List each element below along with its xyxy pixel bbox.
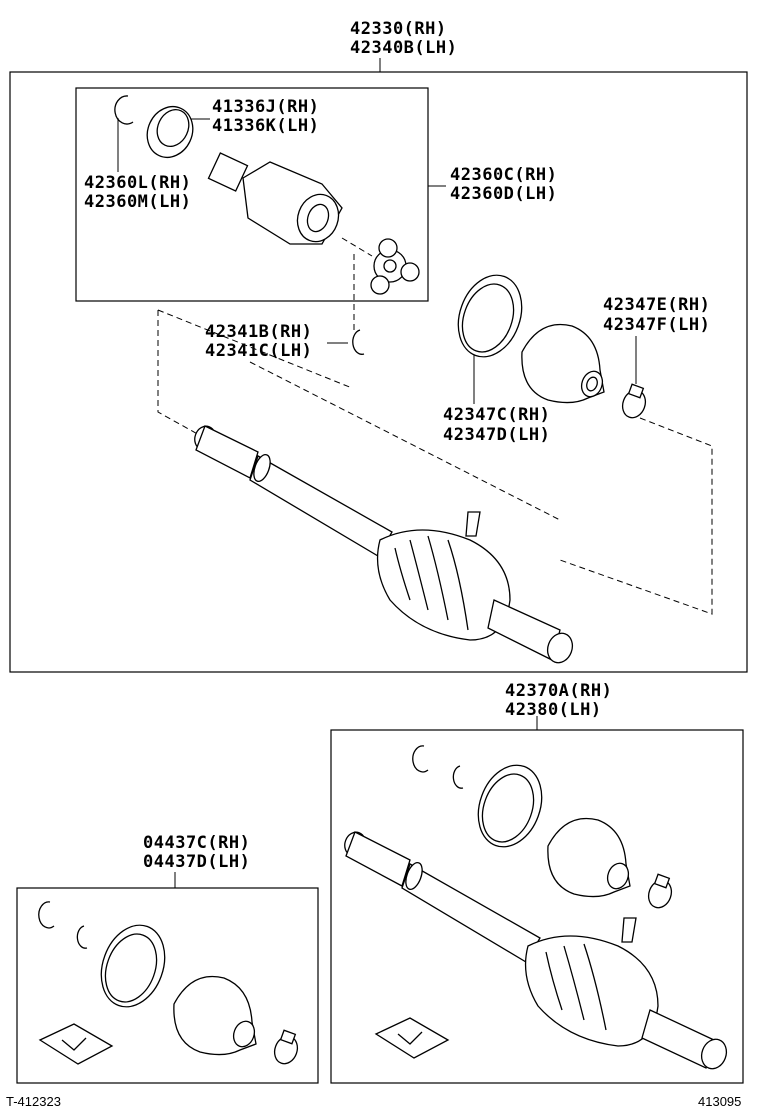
inner-snap-ring xyxy=(114,95,134,125)
inner-boot xyxy=(521,323,605,404)
kit-shaft-ring xyxy=(76,925,88,949)
outer-grease-pack xyxy=(374,1017,450,1059)
label-inner-snap-ring-lh: 42360M(LH) xyxy=(84,192,191,212)
outer-small-clamp xyxy=(647,873,673,909)
label-inner-seal-rh: 41336J(RH) xyxy=(212,97,319,117)
footer-left-code: T-412323 xyxy=(6,1094,61,1109)
inner-seal xyxy=(146,106,194,158)
kit-grease-pack xyxy=(38,1023,114,1065)
inner-joint-box xyxy=(75,87,429,302)
dash-joint-to-tripod xyxy=(341,237,373,257)
outer-large-clamp xyxy=(477,764,543,848)
small-boot-clamp xyxy=(621,383,647,419)
dash-upper-guide xyxy=(157,309,353,389)
outer-snap-ring xyxy=(412,745,429,773)
kit-boot xyxy=(173,975,257,1056)
label-outer-assembly-lh: 42380(LH) xyxy=(505,700,602,720)
label-shaft-snap-ring-lh: 42341C(LH) xyxy=(205,341,312,361)
footer-right-code: 413095 xyxy=(698,1094,741,1109)
label-boot-kit-lh: 04437D(LH) xyxy=(143,852,250,872)
label-inner-joint-lh: 42360D(LH) xyxy=(450,184,557,204)
drive-shaft xyxy=(194,425,574,664)
large-boot-clamp xyxy=(457,274,523,358)
outer-shaft-ring xyxy=(452,765,464,789)
label-shaft-snap-ring-rh: 42341B(RH) xyxy=(205,322,312,342)
outer-drive-shaft xyxy=(344,831,728,1070)
label-large-boot-clamp-lh: 42347D(LH) xyxy=(443,425,550,445)
boot-kit-box xyxy=(16,887,319,1084)
outer-boot xyxy=(547,817,631,898)
label-boot-kit-rh: 04437C(RH) xyxy=(143,833,250,853)
label-inner-snap-ring-rh: 42360L(RH) xyxy=(84,173,191,193)
dash-mid-guide xyxy=(249,361,561,521)
label-outer-assembly-rh: 42370A(RH) xyxy=(505,681,612,701)
label-inner-joint-rh: 42360C(RH) xyxy=(450,165,557,185)
shaft-snap-ring xyxy=(352,329,365,355)
label-large-boot-clamp-rh: 42347C(RH) xyxy=(443,405,550,425)
kit-large-clamp xyxy=(100,924,166,1008)
tripod-joint xyxy=(370,238,420,295)
inner-joint-housing xyxy=(207,152,343,245)
label-inner-seal-lh: 41336K(LH) xyxy=(212,116,319,136)
main-assembly-box xyxy=(9,71,748,673)
kit-small-clamp xyxy=(273,1029,299,1065)
label-small-boot-clamp-lh: 42347F(LH) xyxy=(603,315,710,335)
kit-snap-ring xyxy=(38,901,55,929)
label-small-boot-clamp-rh: 42347E(RH) xyxy=(603,295,710,315)
label-main-assembly-rh: 42330(RH) xyxy=(350,19,447,39)
label-main-assembly-lh: 42340B(LH) xyxy=(350,38,457,58)
dash-right-guide xyxy=(559,417,713,615)
